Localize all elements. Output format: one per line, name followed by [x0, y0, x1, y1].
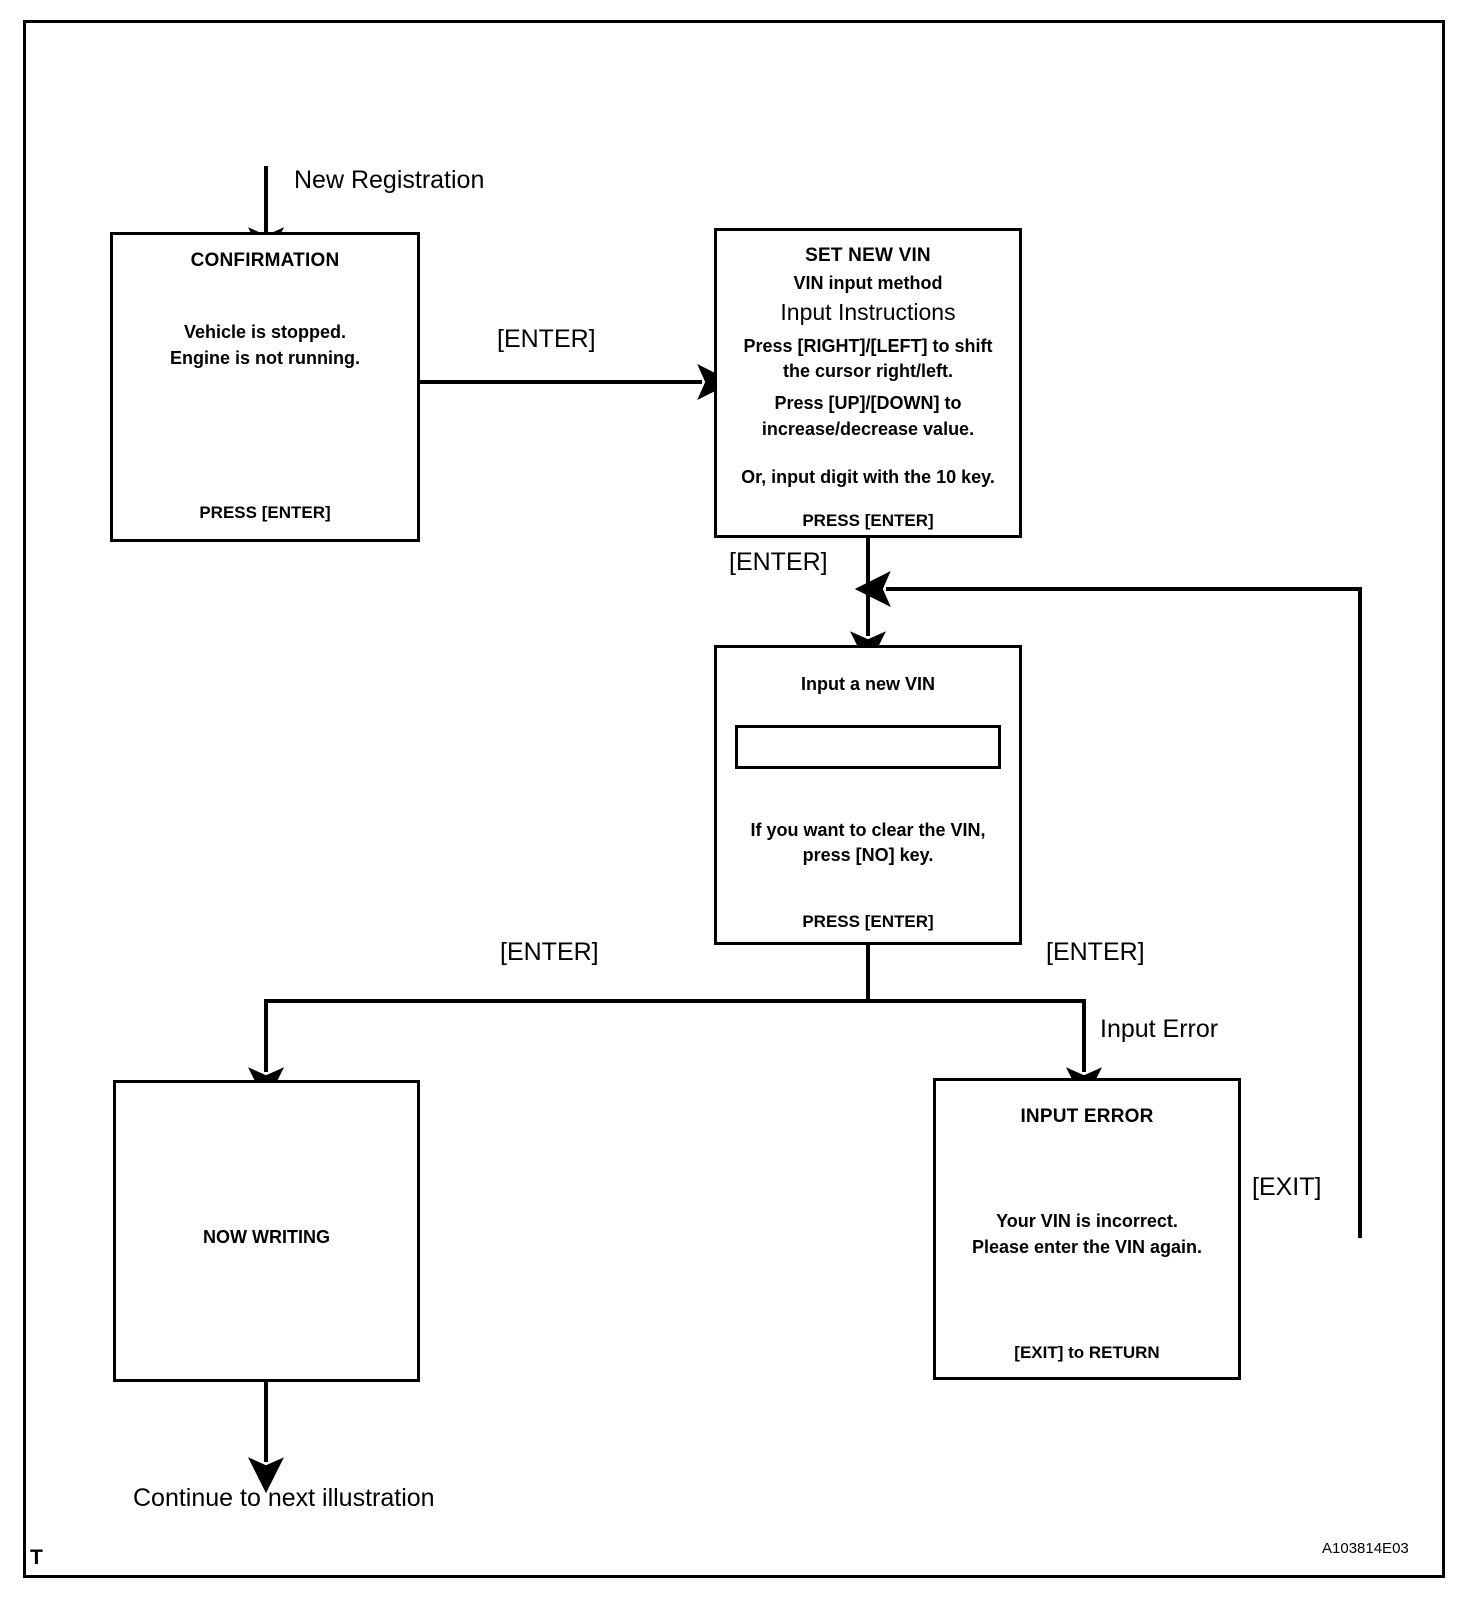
screen-now-writing: NOW WRITING [113, 1080, 420, 1382]
inputvin-hint-line1: If you want to clear the VIN, [750, 820, 986, 840]
screen-input-new-vin: Input a new VIN If you want to clear the… [714, 645, 1022, 945]
now-writing-label: NOW WRITING [203, 1227, 330, 1247]
exit-label-continue-next-illustration: Continue to next illustration [133, 1484, 435, 1512]
screen-confirmation: CONFIRMATION Vehicle is stopped. Engine … [110, 232, 420, 542]
input-error-footer: [EXIT] to RETURN [1014, 1343, 1160, 1362]
setvin-instruction-line2: the cursor right/left. [782, 361, 953, 381]
setvin-subtitle: VIN input method [793, 273, 943, 293]
setvin-instruction-line3: Press [UP]/[DOWN] to [774, 393, 962, 413]
entry-label-new-registration: New Registration [294, 166, 485, 194]
confirmation-footer: PRESS [ENTER] [199, 503, 331, 522]
setvin-instruction-line5: Or, input digit with the 10 key. [741, 467, 995, 487]
confirmation-body-line2: Engine is not running. [170, 348, 360, 368]
input-error-body-line2: Please enter the VIN again. [971, 1237, 1203, 1257]
setvin-title: SET NEW VIN [805, 245, 931, 266]
confirmation-body-line1: Vehicle is stopped. [183, 322, 347, 342]
illustration-id-code: A103814E03 [1322, 1540, 1409, 1557]
vin-input-field[interactable] [735, 725, 1001, 769]
edge-label-setvin-to-inputvin: [ENTER] [729, 548, 828, 576]
screen-set-new-vin: SET NEW VIN VIN input method Input Instr… [714, 228, 1022, 538]
corner-mark-t: T [30, 1546, 43, 1569]
input-error-title: INPUT ERROR [1020, 1106, 1154, 1127]
setvin-footer: PRESS [ENTER] [802, 511, 934, 530]
page-border-frame [23, 20, 1445, 1578]
edge-label-confirmation-to-setvin: [ENTER] [497, 325, 596, 353]
inputvin-hint-line2: press [NO] key. [802, 845, 934, 865]
confirmation-title: CONFIRMATION [190, 250, 340, 271]
edge-label-input-error-branch: Input Error [1100, 1015, 1219, 1043]
input-error-body-line1: Your VIN is incorrect. [996, 1211, 1178, 1231]
setvin-heading: Input Instructions [780, 299, 956, 325]
inputvin-footer: PRESS [ENTER] [802, 912, 934, 931]
edge-label-exit-loopback: [EXIT] [1252, 1173, 1322, 1201]
inputvin-title: Input a new VIN [800, 674, 935, 694]
edge-label-inputvin-to-nowwriting: [ENTER] [500, 938, 599, 966]
setvin-instruction-line4: increase/decrease value. [761, 419, 975, 439]
edge-label-inputvin-to-error: [ENTER] [1046, 938, 1145, 966]
screen-input-error: INPUT ERROR Your VIN is incorrect. Pleas… [933, 1078, 1241, 1380]
setvin-instruction-line1: Press [RIGHT]/[LEFT] to shift [743, 336, 993, 356]
